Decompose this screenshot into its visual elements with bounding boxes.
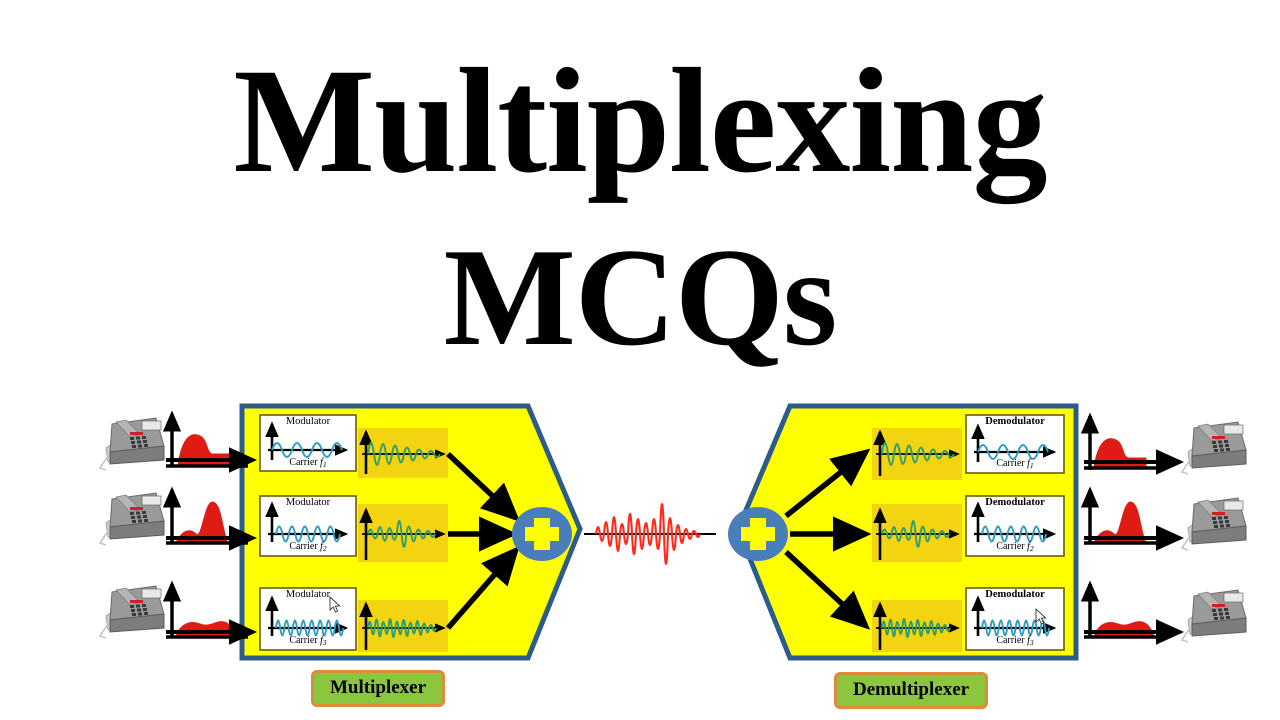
- demodulator-box-3[interactable]: [965, 587, 1065, 651]
- modulator-1-carrier-index: 1: [322, 460, 327, 469]
- demodulator-2-carrier-symbol: f: [1027, 541, 1030, 552]
- modulator-2-carrier-symbol: f: [320, 541, 323, 552]
- modulated-signal-2: [359, 507, 446, 560]
- demux-modulated-signal-1: [873, 429, 960, 476]
- modulator-2-carrier-index: 2: [322, 544, 327, 553]
- multiplexer-caption: Multiplexer: [311, 670, 446, 707]
- modulator-box-1[interactable]: [259, 414, 357, 472]
- modulator-3-carrier: Carrier f3: [260, 636, 356, 647]
- demux-split-arrow-3: [784, 549, 871, 630]
- output-signal-1: [1080, 412, 1184, 475]
- mouse-cursor-demodulator-3: [1035, 607, 1047, 625]
- modulator-3-carrier-symbol: f: [320, 635, 323, 646]
- demultiplexer-caption: Demultiplexer: [834, 672, 989, 709]
- demodulator-1-carrier-symbol: f: [1027, 458, 1030, 469]
- demux-split-arrow-1: [784, 448, 871, 519]
- demodulator-3-carrier: Carrier f3: [966, 636, 1064, 647]
- modulator-box-3[interactable]: [259, 587, 357, 651]
- modulated-signal-3: [359, 601, 446, 650]
- demodulator-2-carrier: Carrier f2: [966, 542, 1064, 553]
- modulator-2-carrier-prefix: Carrier: [289, 541, 318, 552]
- phone-source-1: [98, 417, 165, 471]
- demodulator-box-2[interactable]: [965, 495, 1065, 557]
- modulator-1-carrier-prefix: Carrier: [289, 457, 318, 468]
- demodulator-3-carrier-prefix: Carrier: [996, 635, 1025, 646]
- demux-splitting-junction-icon[interactable]: [728, 507, 788, 561]
- mouse-cursor-modulator-3: [329, 595, 341, 613]
- multiplexing-diagram: Modulator Carrier f1 Modulator Carrier f…: [0, 392, 1280, 720]
- band-mux-2: [358, 504, 448, 562]
- demodulator-3-carrier-index: 3: [1029, 638, 1034, 647]
- phone-destination-3: [1180, 589, 1247, 643]
- baseband-signal-1: [162, 410, 257, 473]
- demodulator-2-title: Demodulator: [985, 497, 1045, 508]
- demodulator-3-carrier-symbol: f: [1027, 635, 1030, 646]
- phone-destination-1: [1180, 421, 1247, 475]
- demux-modulated-signal-2: [873, 507, 960, 560]
- modulator-3-carrier-prefix: Carrier: [289, 635, 318, 646]
- modulator-1-carrier-symbol: f: [320, 457, 323, 468]
- demodulator-1-title: Demodulator: [985, 416, 1045, 427]
- diagram-graphics: [98, 403, 1247, 661]
- demodulator-box-1[interactable]: [965, 414, 1065, 474]
- demodulator-1-carrier-index: 1: [1029, 461, 1034, 470]
- page-title: Multiplexing: [233, 38, 1047, 204]
- output-signal-3: [1080, 580, 1184, 645]
- demux-modulated-signal-3: [873, 601, 960, 650]
- modulator-1-carrier: Carrier f1: [260, 458, 356, 469]
- mux-combine-arrow-3: [445, 545, 520, 630]
- phone-source-3: [98, 585, 165, 639]
- modulator-box-2[interactable]: [259, 495, 357, 557]
- demodulator-2-carrier-prefix: Carrier: [996, 541, 1025, 552]
- band-demux-2: [872, 504, 962, 562]
- phone-source-2: [98, 492, 165, 546]
- modulator-3-title: Modulator: [285, 589, 331, 600]
- baseband-signal-3: [162, 580, 257, 645]
- demodulator-1-carrier: Carrier f1: [966, 459, 1064, 470]
- modulator-2-title: Modulator: [285, 497, 331, 508]
- modulated-signal-1: [359, 429, 446, 474]
- modulator-3-carrier-index: 3: [322, 638, 327, 647]
- page-subtitle: MCQs: [443, 220, 838, 375]
- output-signal-2: [1080, 486, 1184, 551]
- demodulator-1-carrier-prefix: Carrier: [996, 458, 1025, 469]
- modulator-1-title: Modulator: [285, 416, 331, 427]
- demodulator-3-title: Demodulator: [985, 589, 1045, 600]
- composite-signal: [584, 502, 716, 566]
- phone-destination-2: [1180, 497, 1247, 551]
- mux-summing-junction-icon[interactable]: [512, 507, 572, 561]
- demodulator-2-carrier-index: 2: [1029, 544, 1034, 553]
- mux-combine-arrow-1: [446, 451, 521, 522]
- modulator-2-carrier: Carrier f2: [260, 542, 356, 553]
- baseband-signal-2: [162, 486, 257, 551]
